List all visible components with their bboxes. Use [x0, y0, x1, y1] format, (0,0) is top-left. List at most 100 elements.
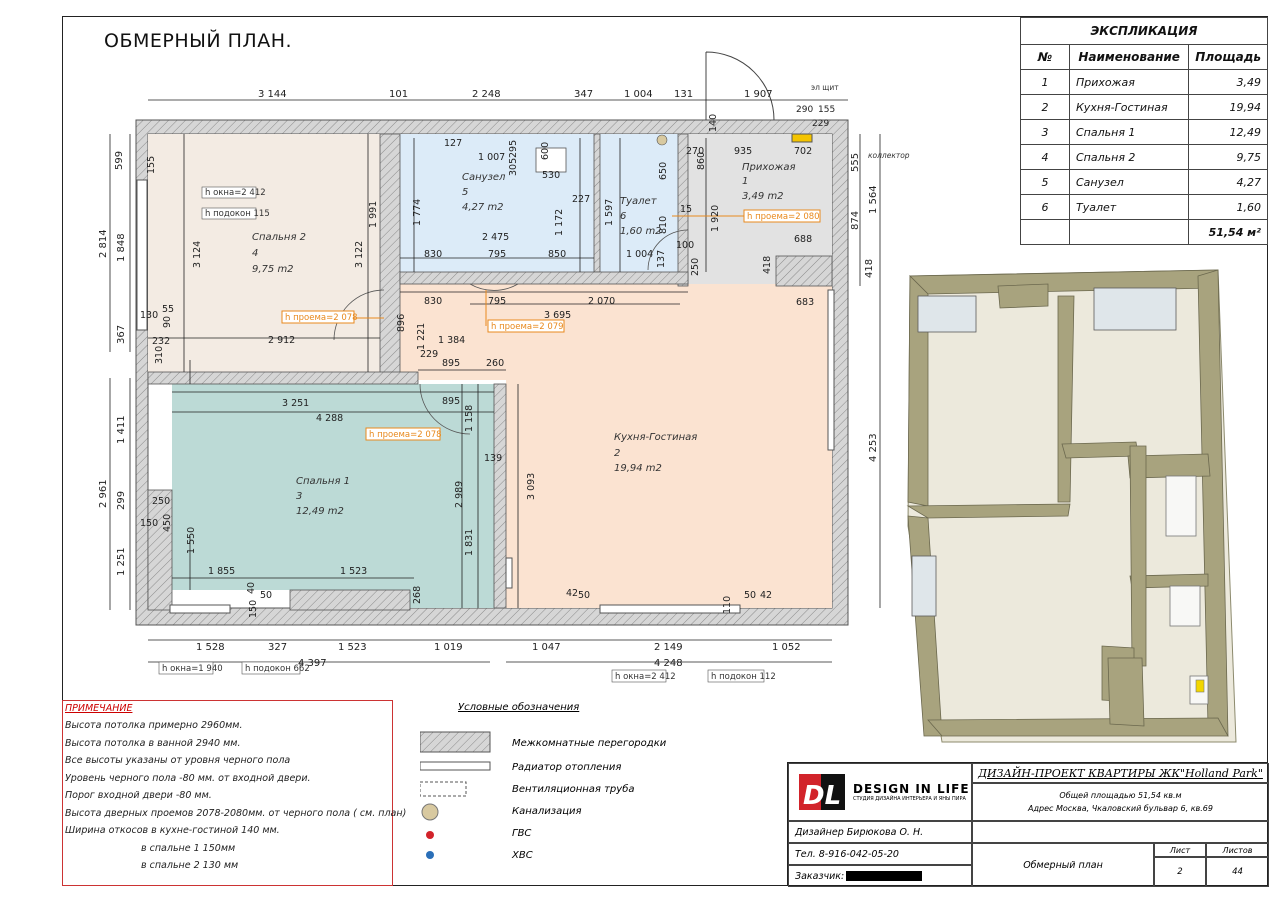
room-area: 12,49 m2 — [296, 506, 344, 517]
dim-text: 1 221 — [416, 323, 427, 350]
legend-item: Вентиляционная труба — [512, 784, 635, 795]
title-block: DL DESIGN IN LIFE СТУДИЯ ДИЗАЙНА ИНТЕРЬЕ… — [787, 762, 1269, 887]
column-header: № — [1020, 44, 1070, 70]
dim-text: 3 144 — [258, 89, 287, 100]
redacted-name — [846, 871, 923, 881]
dim-text: 110 — [722, 596, 733, 614]
dim-text: 40 — [246, 582, 257, 594]
customer-label: Заказчик: — [795, 870, 845, 882]
dim-text: 2 475 — [482, 232, 509, 243]
dim-text: 1 019 — [434, 642, 463, 653]
collector-label: коллектор — [868, 151, 910, 160]
room-bedroom2-fill — [148, 134, 380, 372]
dim-text: 599 — [114, 151, 125, 170]
dim-text: 810 — [658, 216, 669, 234]
sewer-symbol — [421, 803, 439, 821]
note-line: в спальне 2 130 мм — [141, 860, 239, 871]
empty-cell — [972, 821, 1269, 843]
dim-text: 367 — [116, 325, 127, 344]
sheets-label: Листов — [1206, 843, 1269, 857]
note-line: Уровень черного пола -80 мм. от входной … — [65, 772, 311, 784]
wall — [147, 371, 419, 385]
dim-text: 795 — [488, 296, 506, 307]
hot-water-symbol — [426, 831, 434, 839]
dim-text: 155 — [146, 156, 157, 174]
note-line: Высота дверных проемов 2078-2080мм. от ч… — [65, 807, 407, 819]
dim-text: 1 848 — [116, 233, 127, 262]
dim-text: 418 — [762, 256, 773, 274]
dim-text: 1 831 — [464, 529, 475, 556]
window-height-tag: h окна=1 940 — [162, 664, 223, 674]
dim-text: 4 288 — [316, 413, 343, 424]
wall — [775, 255, 833, 287]
wall — [379, 133, 401, 375]
room-name: Туалет — [620, 196, 658, 207]
room-number: 2 — [614, 448, 620, 459]
vent-pipe-symbol — [420, 781, 467, 797]
total-area: 51,54 м² — [1188, 219, 1268, 245]
sill-height-tag: h подокон 112 — [711, 672, 776, 682]
row-area: 9,75 — [1188, 144, 1268, 170]
window — [169, 604, 231, 614]
dim-text: 860 — [696, 152, 707, 170]
sheet-name: Обмерный план — [972, 843, 1154, 887]
dim-text: 418 — [864, 259, 875, 278]
logo-subtitle: СТУДИЯ ДИЗАЙНА ИНТЕРЬЕРА И ЯНЫ ПИРА — [853, 796, 966, 802]
logo: DL — [799, 774, 845, 811]
dim-text: 2 961 — [98, 479, 109, 508]
door-height-tag: h проема=2 079 — [491, 322, 564, 332]
dim-text: 150 — [248, 600, 259, 618]
dim-text: 127 — [444, 138, 462, 149]
dim-text: 50 — [260, 590, 272, 601]
wall — [677, 133, 689, 287]
room-number: 1 — [742, 176, 748, 187]
sill-height-tag: h подокон 115 — [205, 209, 270, 219]
room-toilet-fill — [600, 134, 678, 272]
dim-text: 795 — [488, 249, 506, 260]
wall — [593, 133, 601, 273]
dim-text: 895 — [442, 358, 460, 369]
dim-text: 896 — [396, 314, 407, 332]
room-name: Кухня-Гостиная — [614, 432, 697, 443]
legend-title: Условные обозначения — [458, 702, 580, 713]
dim-text: 1 172 — [554, 209, 565, 236]
dim-text: 1 411 — [116, 415, 127, 444]
dim-text: 850 — [548, 249, 566, 260]
dim-text: 232 — [152, 336, 170, 347]
dim-text: 1 007 — [478, 152, 505, 163]
wall — [493, 383, 507, 609]
dim-text: 347 — [574, 89, 593, 100]
dim-text: 3 251 — [282, 398, 309, 409]
dim-text: 260 — [486, 358, 504, 369]
room-number: 5 — [462, 187, 468, 198]
row-name: Туалет — [1068, 194, 1190, 220]
row-name: Кухня-Гостиная — [1068, 94, 1190, 120]
row-name: Прихожая — [1068, 69, 1190, 95]
dim-text: 1 052 — [772, 642, 801, 653]
dim-text: 4 248 — [654, 658, 683, 669]
total-area-text: Общей площадью 51,54 кв.м — [1059, 791, 1182, 800]
logo-cell: DL DESIGN IN LIFE СТУДИЯ ДИЗАЙНА ИНТЕРЬЕ… — [788, 763, 972, 821]
address-text: Адрес Москва, Чкаловский бульвар 6, кв.6… — [1028, 804, 1213, 813]
door-height-tag: h проема=2 078 — [369, 430, 442, 440]
dim-text: 2 149 — [654, 642, 683, 653]
dim-text: 90 — [162, 316, 173, 328]
sewer-mark — [656, 134, 668, 146]
room-name: Спальня 1 — [296, 476, 350, 487]
row-area: 19,94 — [1188, 94, 1268, 120]
sheet-number: 2 — [1154, 857, 1206, 887]
dim-text: 130 — [140, 310, 158, 321]
dim-text: 270 — [686, 146, 704, 157]
window — [136, 179, 148, 331]
legend-item: ГВС — [512, 828, 532, 839]
project-name: ДИЗАЙН-ПРОЕКТ КВАРТИРЫ ЖК"Holland Park" — [972, 763, 1269, 783]
dim-text: 1 550 — [186, 527, 197, 554]
room-name: Санузел — [462, 172, 506, 183]
notes-box: ПРИМЕЧАНИЕ Высота потолка примерно 2960м… — [62, 700, 407, 886]
dim-text: 50 — [744, 590, 756, 601]
room-kitchen-fill — [400, 284, 832, 608]
dim-text: 1 523 — [340, 566, 367, 577]
window-height-tag: h окна=2 412 — [205, 188, 266, 198]
room-name: Прихожая — [742, 162, 796, 173]
